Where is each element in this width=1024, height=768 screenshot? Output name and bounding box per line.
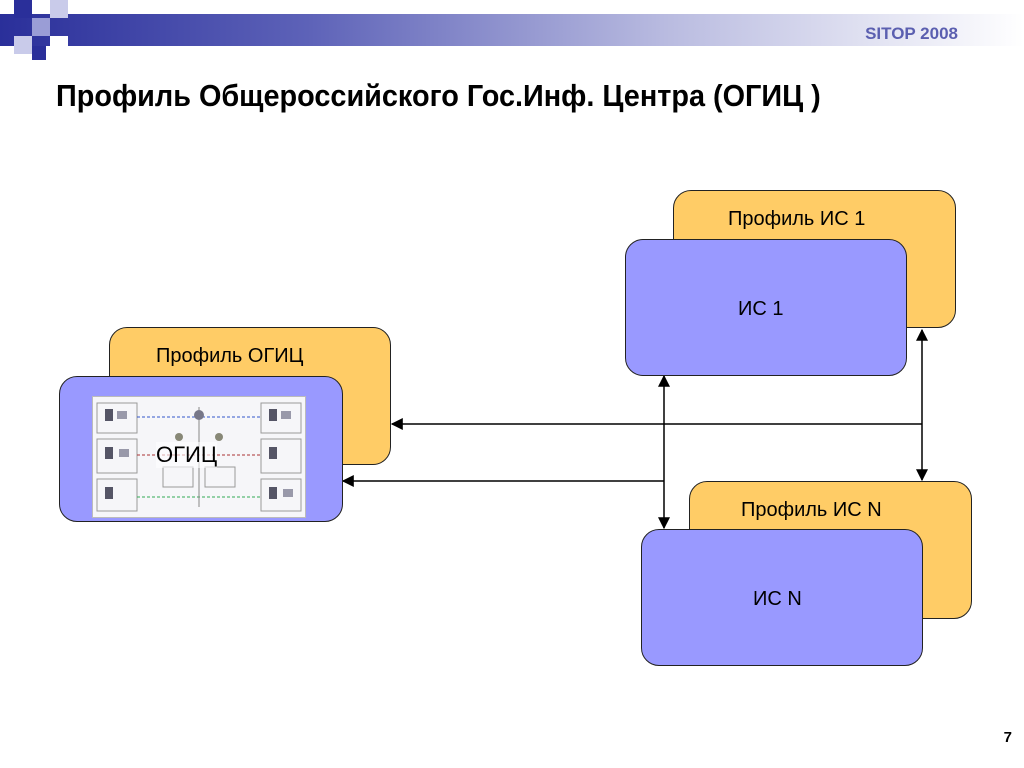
is1-label: ИС 1 [738,298,784,320]
ogic-label: ОГИЦ [156,442,218,468]
is1-box: ИС 1 [625,239,907,376]
slide-title: Профиль Общероссийского Гос.Инф. Центра … [56,78,821,113]
deco-square [14,0,32,18]
deco-square [50,0,68,18]
is1-profile-label: Профиль ИС 1 [728,208,866,230]
deco-square [14,36,32,54]
slide-number: 7 [1003,729,1012,746]
isn-label: ИС N [753,588,802,610]
deco-square [50,36,68,54]
header-bar [0,14,1024,46]
ogic-profile-label: Профиль ОГИЦ [156,345,304,367]
isn-profile-label: Профиль ИС N [741,499,882,521]
conference-label: SITOP 2008 [865,24,958,43]
deco-square [32,46,46,60]
network-diagram-image [96,402,302,512]
deco-square [32,18,50,36]
isn-box: ИС N [641,529,923,666]
